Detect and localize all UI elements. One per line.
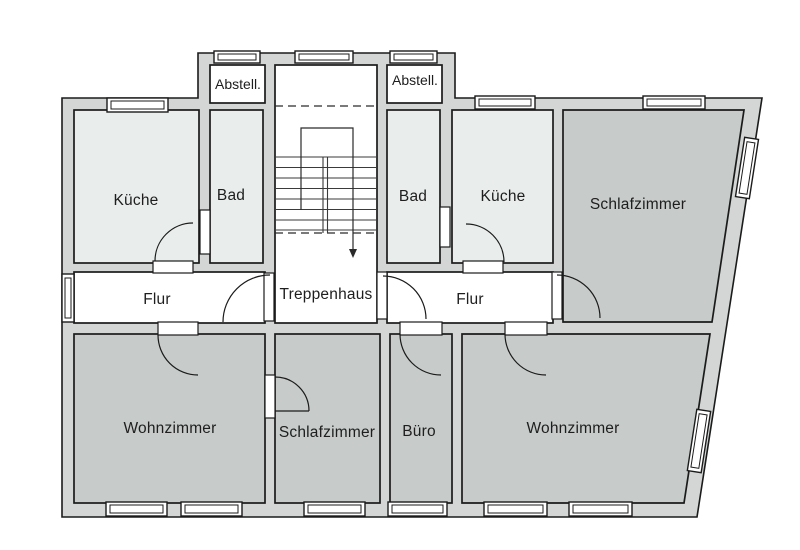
room-bad-right — [386, 109, 441, 264]
window — [106, 97, 169, 113]
door-entry-flur-left — [222, 272, 275, 323]
window — [180, 501, 243, 517]
door-schlafzimmer-bottom — [264, 374, 310, 419]
door-wohnzimmer-right — [504, 321, 548, 376]
door-kueche-right — [462, 223, 505, 274]
door-buero — [399, 321, 443, 376]
window — [389, 50, 438, 64]
window — [294, 50, 354, 64]
room-abstell-left — [209, 64, 266, 104]
label-abstell-left: Abstell. — [215, 76, 261, 92]
window — [568, 501, 633, 517]
room-labels: Küche Bad Abstell. Abstell. Bad Küche Sc… — [114, 72, 686, 441]
room-wohnzimmer-left — [73, 333, 266, 504]
label-treppenhaus: Treppenhaus — [280, 286, 373, 303]
door-entry-flur-right — [376, 271, 427, 320]
room-schlafzimmer-bottom — [274, 333, 381, 504]
label-schlafzimmer-right: Schlafzimmer — [590, 196, 686, 213]
label-wohnzimmer-left: Wohnzimmer — [123, 420, 216, 437]
label-flur-right: Flur — [456, 291, 484, 308]
window — [61, 273, 75, 323]
room-treppenhaus — [274, 64, 378, 324]
windows — [61, 50, 760, 517]
room-bad-left — [209, 109, 264, 264]
room-schlafzimmer-right — [562, 109, 745, 323]
window — [474, 95, 536, 110]
room-buero — [389, 333, 453, 504]
room-kueche-right — [451, 109, 554, 264]
room-kueche-left — [73, 109, 200, 264]
door-wohnzimmer-left — [157, 321, 199, 376]
door-bad-right — [439, 206, 451, 248]
window — [387, 501, 448, 517]
door-schlafzimmer-right — [551, 271, 601, 320]
label-bad-right: Bad — [399, 188, 427, 205]
window — [105, 501, 168, 517]
door-kueche-left — [152, 222, 194, 274]
window — [642, 95, 706, 110]
stair-treads — [275, 156, 377, 231]
stair-walk-line — [300, 127, 354, 250]
label-kueche-right: Küche — [481, 188, 526, 205]
room-wohnzimmer-right — [461, 333, 711, 504]
label-abstell-right: Abstell. — [392, 72, 438, 88]
window — [303, 501, 366, 517]
door-bad-left — [199, 209, 211, 255]
label-schlafzimmer-bottom: Schlafzimmer — [279, 424, 375, 441]
label-bad-left: Bad — [217, 187, 245, 204]
room-abstell-right — [386, 64, 443, 104]
room-flur-right — [386, 271, 554, 324]
window — [483, 501, 548, 517]
window — [686, 408, 712, 474]
window — [734, 136, 760, 200]
label-wohnzimmer-right: Wohnzimmer — [526, 420, 619, 437]
label-flur-left: Flur — [143, 291, 171, 308]
label-kueche-left: Küche — [114, 192, 159, 209]
stair-direction-arrow — [349, 249, 357, 258]
rooms — [73, 64, 745, 504]
doors — [152, 206, 601, 419]
window — [213, 50, 261, 64]
label-buero: Büro — [402, 423, 436, 440]
stair-symbol — [275, 105, 377, 258]
